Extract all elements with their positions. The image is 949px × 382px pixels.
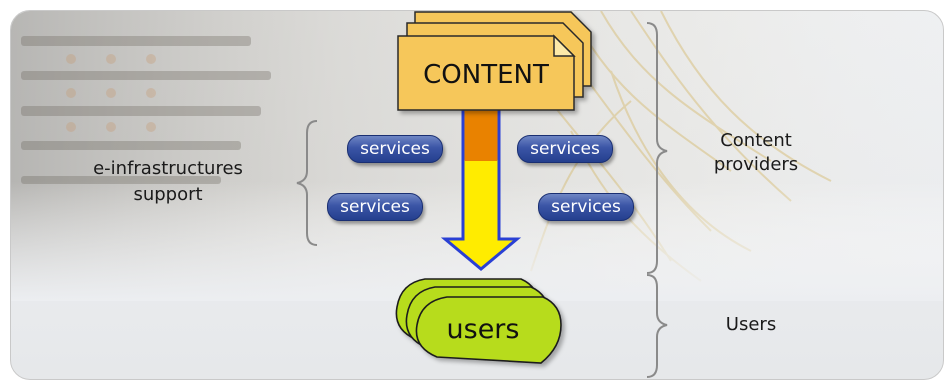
services-badge-bottom-right: services — [538, 193, 634, 221]
content-documents — [397, 11, 592, 111]
e-infrastructures-brace — [296, 120, 318, 246]
e-infrastructures-support-label: e-infrastructures support — [93, 158, 243, 205]
content-providers-label: Content providers — [713, 130, 799, 175]
users-brace — [646, 274, 668, 378]
diagram-panel: CONTENT users services services services… — [10, 10, 944, 380]
content-providers-brace — [646, 22, 668, 274]
diagram-shapes — [296, 11, 668, 378]
users-stack — [395, 278, 562, 364]
services-badge-bottom-left: services — [327, 193, 423, 221]
content-label: CONTENT — [423, 60, 549, 90]
services-badge-top-left: services — [347, 135, 443, 163]
services-badge-top-right: services — [517, 135, 613, 163]
content-flow-arrow — [440, 101, 522, 271]
users-label: users — [446, 314, 520, 345]
users-side-label: Users — [725, 314, 777, 335]
